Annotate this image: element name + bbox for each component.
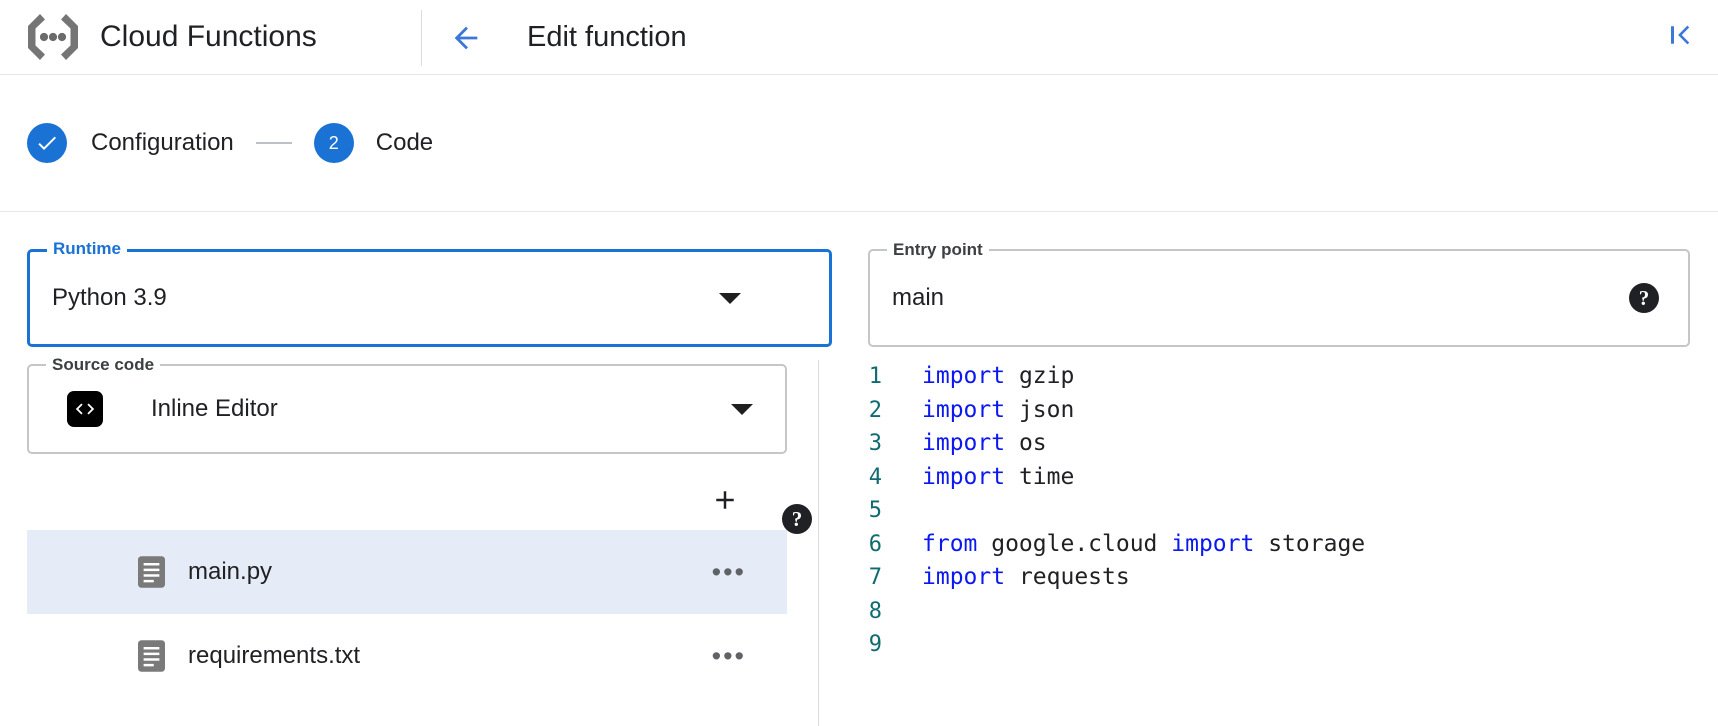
code-line: 7 import requests: [830, 561, 1718, 595]
appbar-divider: [421, 10, 422, 66]
product-brand[interactable]: Cloud Functions: [24, 0, 317, 74]
file-document-icon: [138, 556, 165, 588]
step-code-label: Code: [375, 129, 434, 156]
source-code-select[interactable]: Source code Inline Editor: [27, 355, 787, 454]
code-text: import gzip: [922, 363, 1075, 389]
step-code[interactable]: 2 Code: [313, 123, 434, 163]
code-line: 2 import json: [830, 394, 1718, 428]
step-configuration-label: Configuration: [91, 129, 234, 156]
arrow-left-icon: [454, 26, 478, 50]
file-row-requirements-txt[interactable]: requirements.txt •••: [27, 614, 787, 698]
step-configuration-indicator: [27, 123, 67, 163]
source-code-label: Source code: [46, 355, 161, 375]
code-line: 8: [830, 595, 1718, 629]
pane-divider: [818, 360, 819, 726]
step-code-indicator: 2: [313, 123, 354, 163]
code-text: import time: [922, 463, 1075, 490]
code-editor[interactable]: 1 import gzip 2 import json 3 import os 4 impor…: [830, 360, 1718, 726]
code-line: 1 import gzip: [830, 360, 1718, 394]
collapse-panel-button[interactable]: [1658, 12, 1704, 58]
chevron-down-icon[interactable]: [719, 293, 741, 304]
source-code-value: Inline Editor: [151, 395, 278, 422]
file-name: requirements.txt: [188, 642, 361, 669]
product-title: Cloud Functions: [100, 20, 317, 53]
code-line: 4 import time: [830, 461, 1718, 495]
code-text: from google.cloud import storage: [922, 530, 1366, 557]
overflow-menu-icon[interactable]: •••: [711, 557, 746, 587]
line-number: 2: [868, 397, 882, 423]
line-number: 6: [868, 531, 882, 557]
file-name: main.py: [188, 558, 273, 585]
runtime-label: Runtime: [47, 239, 127, 259]
entry-point-label: Entry point: [887, 240, 989, 260]
code-line: 5: [830, 494, 1718, 528]
line-number: 9: [868, 632, 882, 657]
line-number: 1: [868, 364, 882, 389]
content-area: Runtime Python 3.9 ? Entry point main ? …: [0, 212, 1718, 726]
code-text: import os: [922, 430, 1047, 456]
add-file-button[interactable]: [703, 478, 747, 522]
code-text: import json: [922, 396, 1075, 423]
code-line: 9: [830, 628, 1718, 662]
line-number: 4: [868, 464, 882, 490]
cloud-functions-logo: [28, 14, 78, 60]
collapse-panel-icon: [1671, 25, 1690, 45]
file-document-icon: [138, 640, 165, 672]
plus-icon: [716, 491, 734, 509]
chevron-down-icon[interactable]: [731, 404, 753, 415]
code-line: 3 import os: [830, 427, 1718, 461]
check-icon: [38, 136, 56, 150]
code-text: import requests: [922, 564, 1130, 590]
line-number: 3: [868, 431, 882, 456]
code-brackets-icon: [67, 391, 103, 427]
file-list: main.py ••• requirements.txt •••: [27, 530, 787, 698]
step-separator: [255, 142, 292, 144]
wizard-stepper: Configuration 2 Code: [0, 75, 1718, 212]
entry-point-input[interactable]: Entry point main ?: [868, 240, 1690, 347]
entry-point-help-icon[interactable]: ?: [1629, 283, 1659, 313]
line-number: 7: [868, 565, 882, 590]
step-configuration[interactable]: Configuration: [27, 123, 234, 163]
runtime-select[interactable]: Runtime Python 3.9: [27, 239, 832, 347]
overflow-menu-icon[interactable]: •••: [711, 641, 746, 671]
runtime-value: Python 3.9: [52, 284, 167, 311]
file-row-main-py[interactable]: main.py •••: [27, 530, 787, 614]
page-title: Edit function: [527, 20, 687, 53]
app-bar: Cloud Functions Edit function: [0, 0, 1718, 75]
entry-point-value: main: [892, 284, 945, 311]
line-number: 5: [868, 498, 882, 523]
runtime-help-icon[interactable]: ?: [782, 504, 812, 534]
back-button[interactable]: [442, 14, 490, 62]
code-line: 6 from google.cloud import storage: [830, 528, 1718, 562]
line-number: 8: [868, 598, 882, 624]
